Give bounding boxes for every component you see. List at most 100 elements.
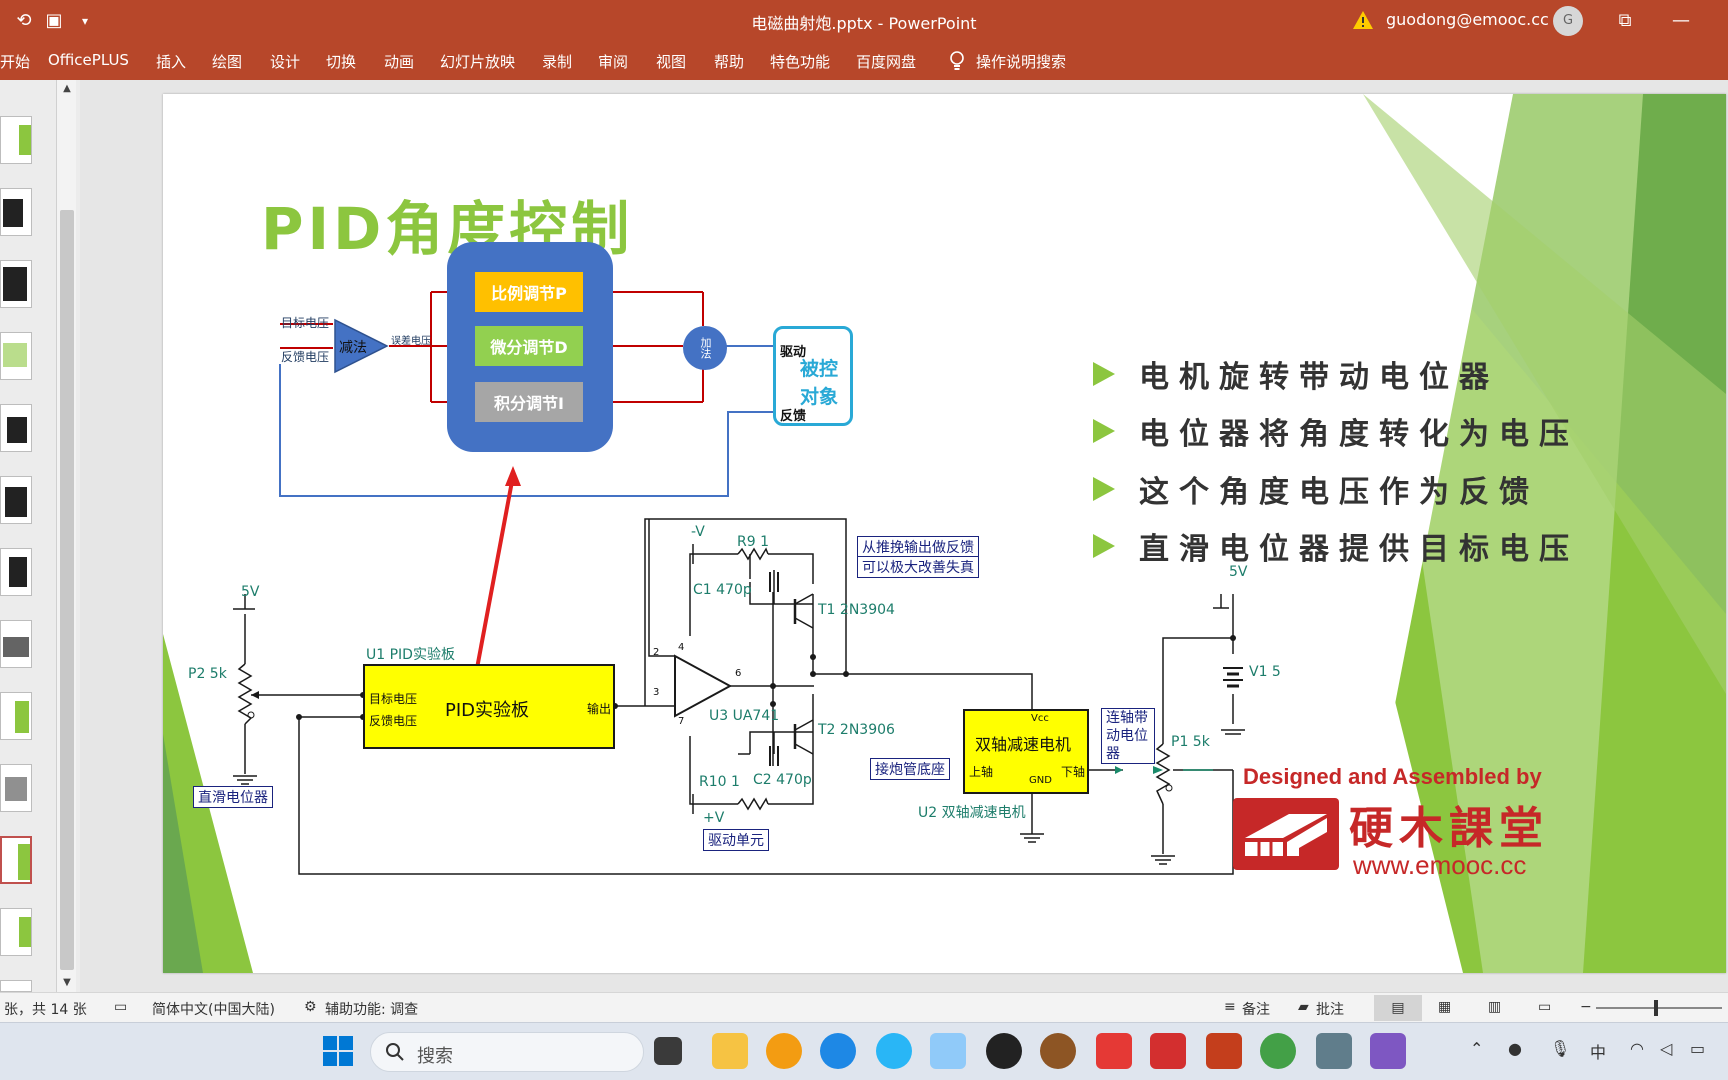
slide-thumbnail[interactable] xyxy=(0,764,32,812)
powerpoint-taskbar-icon[interactable] xyxy=(1206,1033,1242,1069)
ie-icon[interactable] xyxy=(876,1033,912,1069)
tab-slideshow[interactable]: 幻灯片放映 xyxy=(440,53,516,71)
ribbon-tabs: 开始 OfficePLUS 插入 绘图 设计 切换 动画 幻灯片放映 录制 审阅… xyxy=(0,42,1728,80)
tab-view[interactable]: 视图 xyxy=(656,53,687,71)
tab-help[interactable]: 帮助 xyxy=(714,53,745,71)
tray-overflow-icon[interactable]: ⌃ xyxy=(1470,1039,1484,1058)
proportional-block[interactable]: 比例调节P xyxy=(475,272,583,312)
slide-thumbnail[interactable] xyxy=(0,548,32,596)
bullet-item[interactable]: 直滑电位器提供目标电压 xyxy=(1093,526,1579,567)
tab-home[interactable]: 开始 xyxy=(0,53,31,71)
tab-officeplus[interactable]: OfficePLUS xyxy=(48,51,129,69)
task-view-icon[interactable] xyxy=(654,1037,682,1065)
customize-toolbar-icon[interactable]: ▾ xyxy=(81,14,89,28)
v1-label: V1 5 xyxy=(1249,664,1281,680)
adder-circle[interactable]: 加法 xyxy=(683,326,727,370)
volume-icon[interactable]: ◁ xyxy=(1660,1039,1673,1058)
brand-logo-area[interactable]: Designed and Assembled by 硬木課堂 www.emooc… xyxy=(1233,764,1563,880)
search-icon xyxy=(386,1043,404,1061)
slide-thumbnail-selected[interactable] xyxy=(0,836,32,884)
accessibility-icon[interactable]: ⚙ xyxy=(304,999,317,1015)
slide-thumbnail[interactable] xyxy=(0,404,32,452)
file-explorer-icon[interactable] xyxy=(712,1033,748,1069)
slide-thumbnail[interactable] xyxy=(0,260,32,308)
slide-thumbnail[interactable] xyxy=(0,188,32,236)
tab-record[interactable]: 录制 xyxy=(542,53,573,71)
camera-app-icon[interactable] xyxy=(986,1033,1022,1069)
thumbnail-scrollbar[interactable]: ▲ ▼ xyxy=(56,80,76,992)
tab-insert[interactable]: 插入 xyxy=(156,53,187,71)
tell-me-label: 操作说明搜索 xyxy=(976,52,1067,71)
qq-icon[interactable]: ● xyxy=(1508,1039,1522,1058)
bullet-item[interactable]: 这个角度电压作为反馈 xyxy=(1093,469,1539,510)
language-indicator[interactable]: 简体中文(中国大陆) xyxy=(152,1002,275,1018)
scroll-up-icon[interactable]: ▲ xyxy=(63,83,71,94)
g-app-icon[interactable] xyxy=(1096,1033,1132,1069)
tell-me-search[interactable]: 操作说明搜索 xyxy=(948,49,1066,73)
pin-2-label: 2 xyxy=(653,647,660,658)
microphone-icon[interactable]: 🎙 xyxy=(1550,1039,1571,1058)
minimize-icon[interactable]: — xyxy=(1672,10,1690,31)
zoom-out-icon[interactable]: − xyxy=(1580,999,1592,1015)
wechat-icon[interactable] xyxy=(1260,1033,1296,1069)
tab-review[interactable]: 审阅 xyxy=(598,53,629,71)
zoom-slider-thumb[interactable] xyxy=(1654,1000,1658,1016)
bullet-item[interactable]: 电位器将角度转化为电压 xyxy=(1093,411,1579,452)
slide-count[interactable]: 张，共 14 张 xyxy=(4,1002,87,1018)
tab-baidu-netdisk[interactable]: 百度网盘 xyxy=(856,53,917,71)
derivative-block[interactable]: 微分调节D xyxy=(475,326,583,366)
tab-special-features[interactable]: 特色功能 xyxy=(770,53,831,71)
slide-thumbnail[interactable] xyxy=(0,980,32,992)
video-app-icon[interactable] xyxy=(1370,1033,1406,1069)
tab-draw[interactable]: 绘图 xyxy=(212,53,243,71)
bullet-item[interactable]: 电机旋转带动电位器 xyxy=(1093,354,1499,395)
slide-thumbnail[interactable] xyxy=(0,476,32,524)
slideshow-view-icon[interactable]: ▭ xyxy=(1538,999,1552,1015)
motor-up-shaft-pin: 上轴 xyxy=(969,765,994,779)
plant-block[interactable]: 驱动 被控对象 反馈 xyxy=(773,326,853,426)
audio-app-icon[interactable] xyxy=(1150,1033,1186,1069)
present-from-start-icon[interactable]: ▣ xyxy=(45,10,63,31)
reading-view-icon[interactable]: ▥ xyxy=(1488,999,1502,1015)
ime-indicator[interactable]: 中 xyxy=(1590,1043,1607,1062)
slide-thumbnail[interactable] xyxy=(0,620,32,668)
spell-check-icon[interactable]: ▭ xyxy=(114,999,128,1015)
notes-icon[interactable]: ≡ xyxy=(1224,999,1236,1015)
slide-sorter-icon[interactable]: ▦ xyxy=(1438,999,1452,1015)
slide-thumbnail[interactable] xyxy=(0,692,32,740)
zoom-slider[interactable] xyxy=(1596,1000,1722,1016)
tab-design[interactable]: 设计 xyxy=(270,53,301,71)
integral-block[interactable]: 积分调节I xyxy=(475,382,583,422)
normal-view-icon[interactable]: ▤ xyxy=(1374,995,1422,1021)
motor-block[interactable]: 双轴减速电机 Vcc 上轴 GND 下轴 xyxy=(963,709,1089,794)
comments-icon[interactable]: ▰ xyxy=(1298,999,1309,1015)
v5-left-label: 5V xyxy=(241,584,260,600)
edge-icon[interactable] xyxy=(820,1033,856,1069)
slide-canvas[interactable]: PID角度控制 电机旋转带动电位器 电位器将角度转化为电压 这个角度电压作为反馈… xyxy=(163,94,1726,973)
slide-thumbnail[interactable] xyxy=(0,116,32,164)
scroll-down-icon[interactable]: ▼ xyxy=(63,977,71,988)
avatar[interactable]: G xyxy=(1553,6,1583,36)
slide-thumbnail[interactable] xyxy=(0,908,32,956)
pid-board-block[interactable]: 目标电压 反馈电压 PID实验板 输出 xyxy=(363,664,615,749)
bear-app-icon[interactable] xyxy=(1040,1033,1076,1069)
notes-button[interactable]: 备注 xyxy=(1242,1002,1270,1018)
tab-transitions[interactable]: 切换 xyxy=(326,53,357,71)
slide-thumbnail[interactable] xyxy=(0,332,32,380)
live-app-icon[interactable] xyxy=(930,1033,966,1069)
calculator-icon[interactable] xyxy=(1316,1033,1352,1069)
tab-animations[interactable]: 动画 xyxy=(384,53,415,71)
autosave-icon[interactable]: ⟲ xyxy=(16,10,32,31)
search-tool-icon[interactable] xyxy=(766,1033,802,1069)
comments-button[interactable]: 批注 xyxy=(1316,1002,1344,1018)
account-email[interactable]: guodong@emooc.cc xyxy=(1386,10,1549,29)
accessibility-status[interactable]: 辅助功能: 调查 xyxy=(325,1002,419,1018)
windows-start-icon[interactable] xyxy=(320,1033,356,1069)
scroll-thumb[interactable] xyxy=(60,210,74,970)
ribbon-display-options-icon[interactable]: ⧉ xyxy=(1618,10,1632,31)
battery-icon[interactable]: ▭ xyxy=(1690,1039,1706,1058)
taskbar-search[interactable]: 搜索 xyxy=(370,1032,644,1072)
neg-v-label: -V xyxy=(691,524,705,540)
wifi-icon[interactable]: ◠ xyxy=(1630,1039,1644,1058)
subtractor-shape[interactable] xyxy=(333,318,389,374)
